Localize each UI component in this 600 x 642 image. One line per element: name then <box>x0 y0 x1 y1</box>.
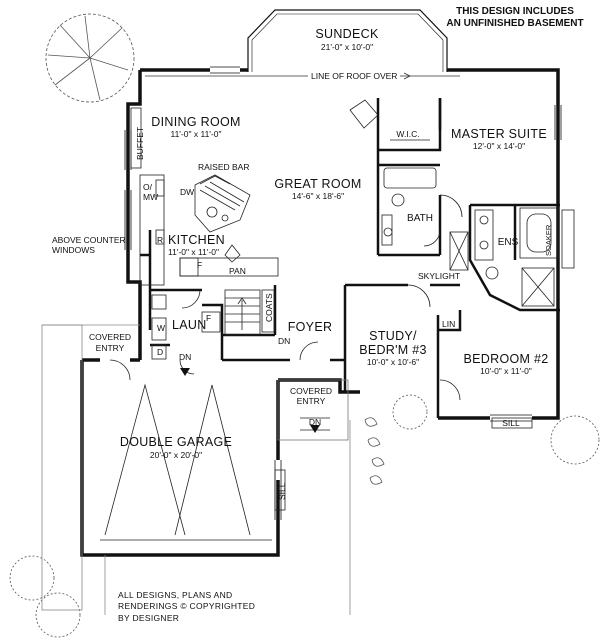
master-suite-name: MASTER SUITE <box>451 127 547 141</box>
soaker-label: SOAKER <box>544 224 553 256</box>
shrub-cluster-right-icon <box>364 394 600 485</box>
pan-label: PAN <box>229 266 246 276</box>
dn-label-entry: DN <box>308 417 322 427</box>
garage-name: DOUBLE GARAGE <box>119 435 233 449</box>
master-suite-dim: 12'-0" x 14'-0" <box>472 141 526 151</box>
dw-label: DW <box>180 187 195 197</box>
bedroom2-name: BEDROOM #2 <box>463 352 549 366</box>
great-room-dim: 14'-6" x 18'-6" <box>291 191 345 201</box>
omw-label-line1: O/ <box>143 182 152 192</box>
note-line2: AN UNFINISHED BASEMENT <box>446 17 584 29</box>
interior-walls <box>140 98 560 418</box>
dining-room-name: DINING ROOM <box>151 115 241 129</box>
roof-line-label: LINE OF ROOF OVER <box>310 71 399 81</box>
covered-entry-front-line1: COVERED <box>289 386 333 396</box>
bedroom2-dim: 10'-0" x 11'-0" <box>480 366 532 376</box>
foyer-name: FOYER <box>287 320 333 334</box>
great-room-name: GREAT ROOM <box>274 177 362 191</box>
f-label-1: F <box>197 260 203 270</box>
shrub-bottom-left-icon <box>9 555 81 638</box>
omw-label-line2: MW <box>143 192 159 202</box>
sundeck-name: SUNDECK <box>315 27 379 41</box>
sill-label-bedroom: SILL <box>502 418 520 428</box>
sundeck-dim: 21'-0" x 10'-0" <box>320 42 374 52</box>
coats-label: COATS <box>264 293 274 322</box>
raised-bar-label: RAISED BAR <box>198 162 250 172</box>
study-dim: 10'-0" x 10'-6" <box>366 357 420 367</box>
copyright-line3: BY DESIGNER <box>118 612 180 623</box>
wic-label: W.I.C. <box>396 129 420 139</box>
above-counter-line1: ABOVE COUNTER <box>52 235 126 245</box>
tree-top-left-icon <box>45 13 135 103</box>
study-name-line2: BEDR'M #3 <box>359 343 427 357</box>
w-label: W <box>157 323 166 333</box>
buffet-label: BUFFET <box>135 126 145 160</box>
f-label-2: F <box>206 313 212 323</box>
covered-entry-left-line2: ENTRY <box>95 343 125 353</box>
covered-entry-front-line2: ENTRY <box>296 396 326 406</box>
above-counter-line2: WINDOWS <box>52 245 95 255</box>
covered-entry-left-line1: COVERED <box>88 332 132 342</box>
garage-dim: 20'-0" x 20'-0" <box>149 450 203 460</box>
d-label: D <box>157 347 164 357</box>
basement-note: THIS DESIGN INCLUDES AN UNFINISHED BASEM… <box>446 6 583 29</box>
ens-label: ENS <box>497 237 519 248</box>
dn-label-laundry: DN <box>179 352 192 362</box>
study-name-line1: STUDY/ <box>369 329 417 343</box>
kitchen-name: KITCHEN <box>168 233 225 247</box>
sill-label-garage: SILL <box>277 482 287 501</box>
dining-room-dim: 11'-0" x 11'-0" <box>170 129 222 139</box>
note-line1: THIS DESIGN INCLUDES <box>456 6 574 17</box>
bath-label: BATH <box>407 213 433 224</box>
r-label: R <box>157 235 164 245</box>
laundry-label: LAUN <box>172 318 207 332</box>
skylight-label: SKYLIGHT <box>418 271 461 281</box>
lin-label: LIN <box>442 319 456 329</box>
copyright-line1: ALL DESIGNS, PLANS AND <box>118 590 233 600</box>
sundeck-outline <box>247 9 448 72</box>
direction-arrows <box>180 368 320 433</box>
copyright-notice: ALL DESIGNS, PLANS AND RENDERINGS © COPY… <box>118 590 255 624</box>
dn-label-stairs: DN <box>278 336 291 346</box>
copyright-line2: RENDERINGS © COPYRIGHTED <box>118 601 256 612</box>
kitchen-dim: 11'-0" x 11'-0" <box>168 247 220 257</box>
roof-line <box>145 72 460 80</box>
